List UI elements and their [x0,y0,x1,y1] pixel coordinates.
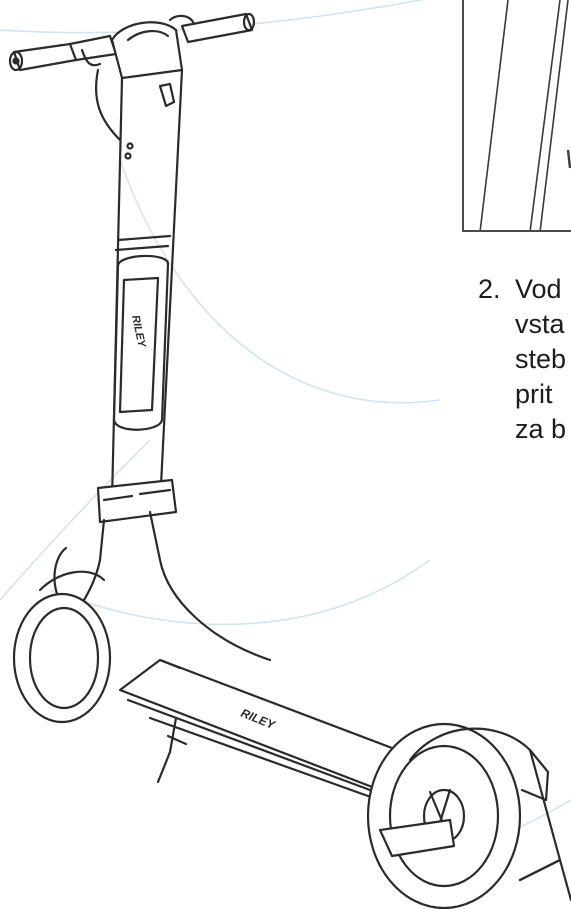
step-line: prit [515,379,553,409]
step-line: vsta [515,309,565,339]
front-wheel [12,592,112,724]
kickstand [156,716,188,784]
detail-inset-art [479,0,571,230]
fold-joint [96,478,178,524]
step-line: Vod [515,274,562,304]
step-line: steb [515,344,567,374]
scooter-line-art [8,12,571,909]
stem-head [94,21,184,160]
battery-pack [112,254,170,431]
step-number: 2. [478,274,501,304]
handlebar [8,12,256,72]
rear-wheel [366,722,571,909]
deck [118,658,398,834]
detail-inset-figure [462,0,571,232]
step-line: za b [515,414,567,444]
